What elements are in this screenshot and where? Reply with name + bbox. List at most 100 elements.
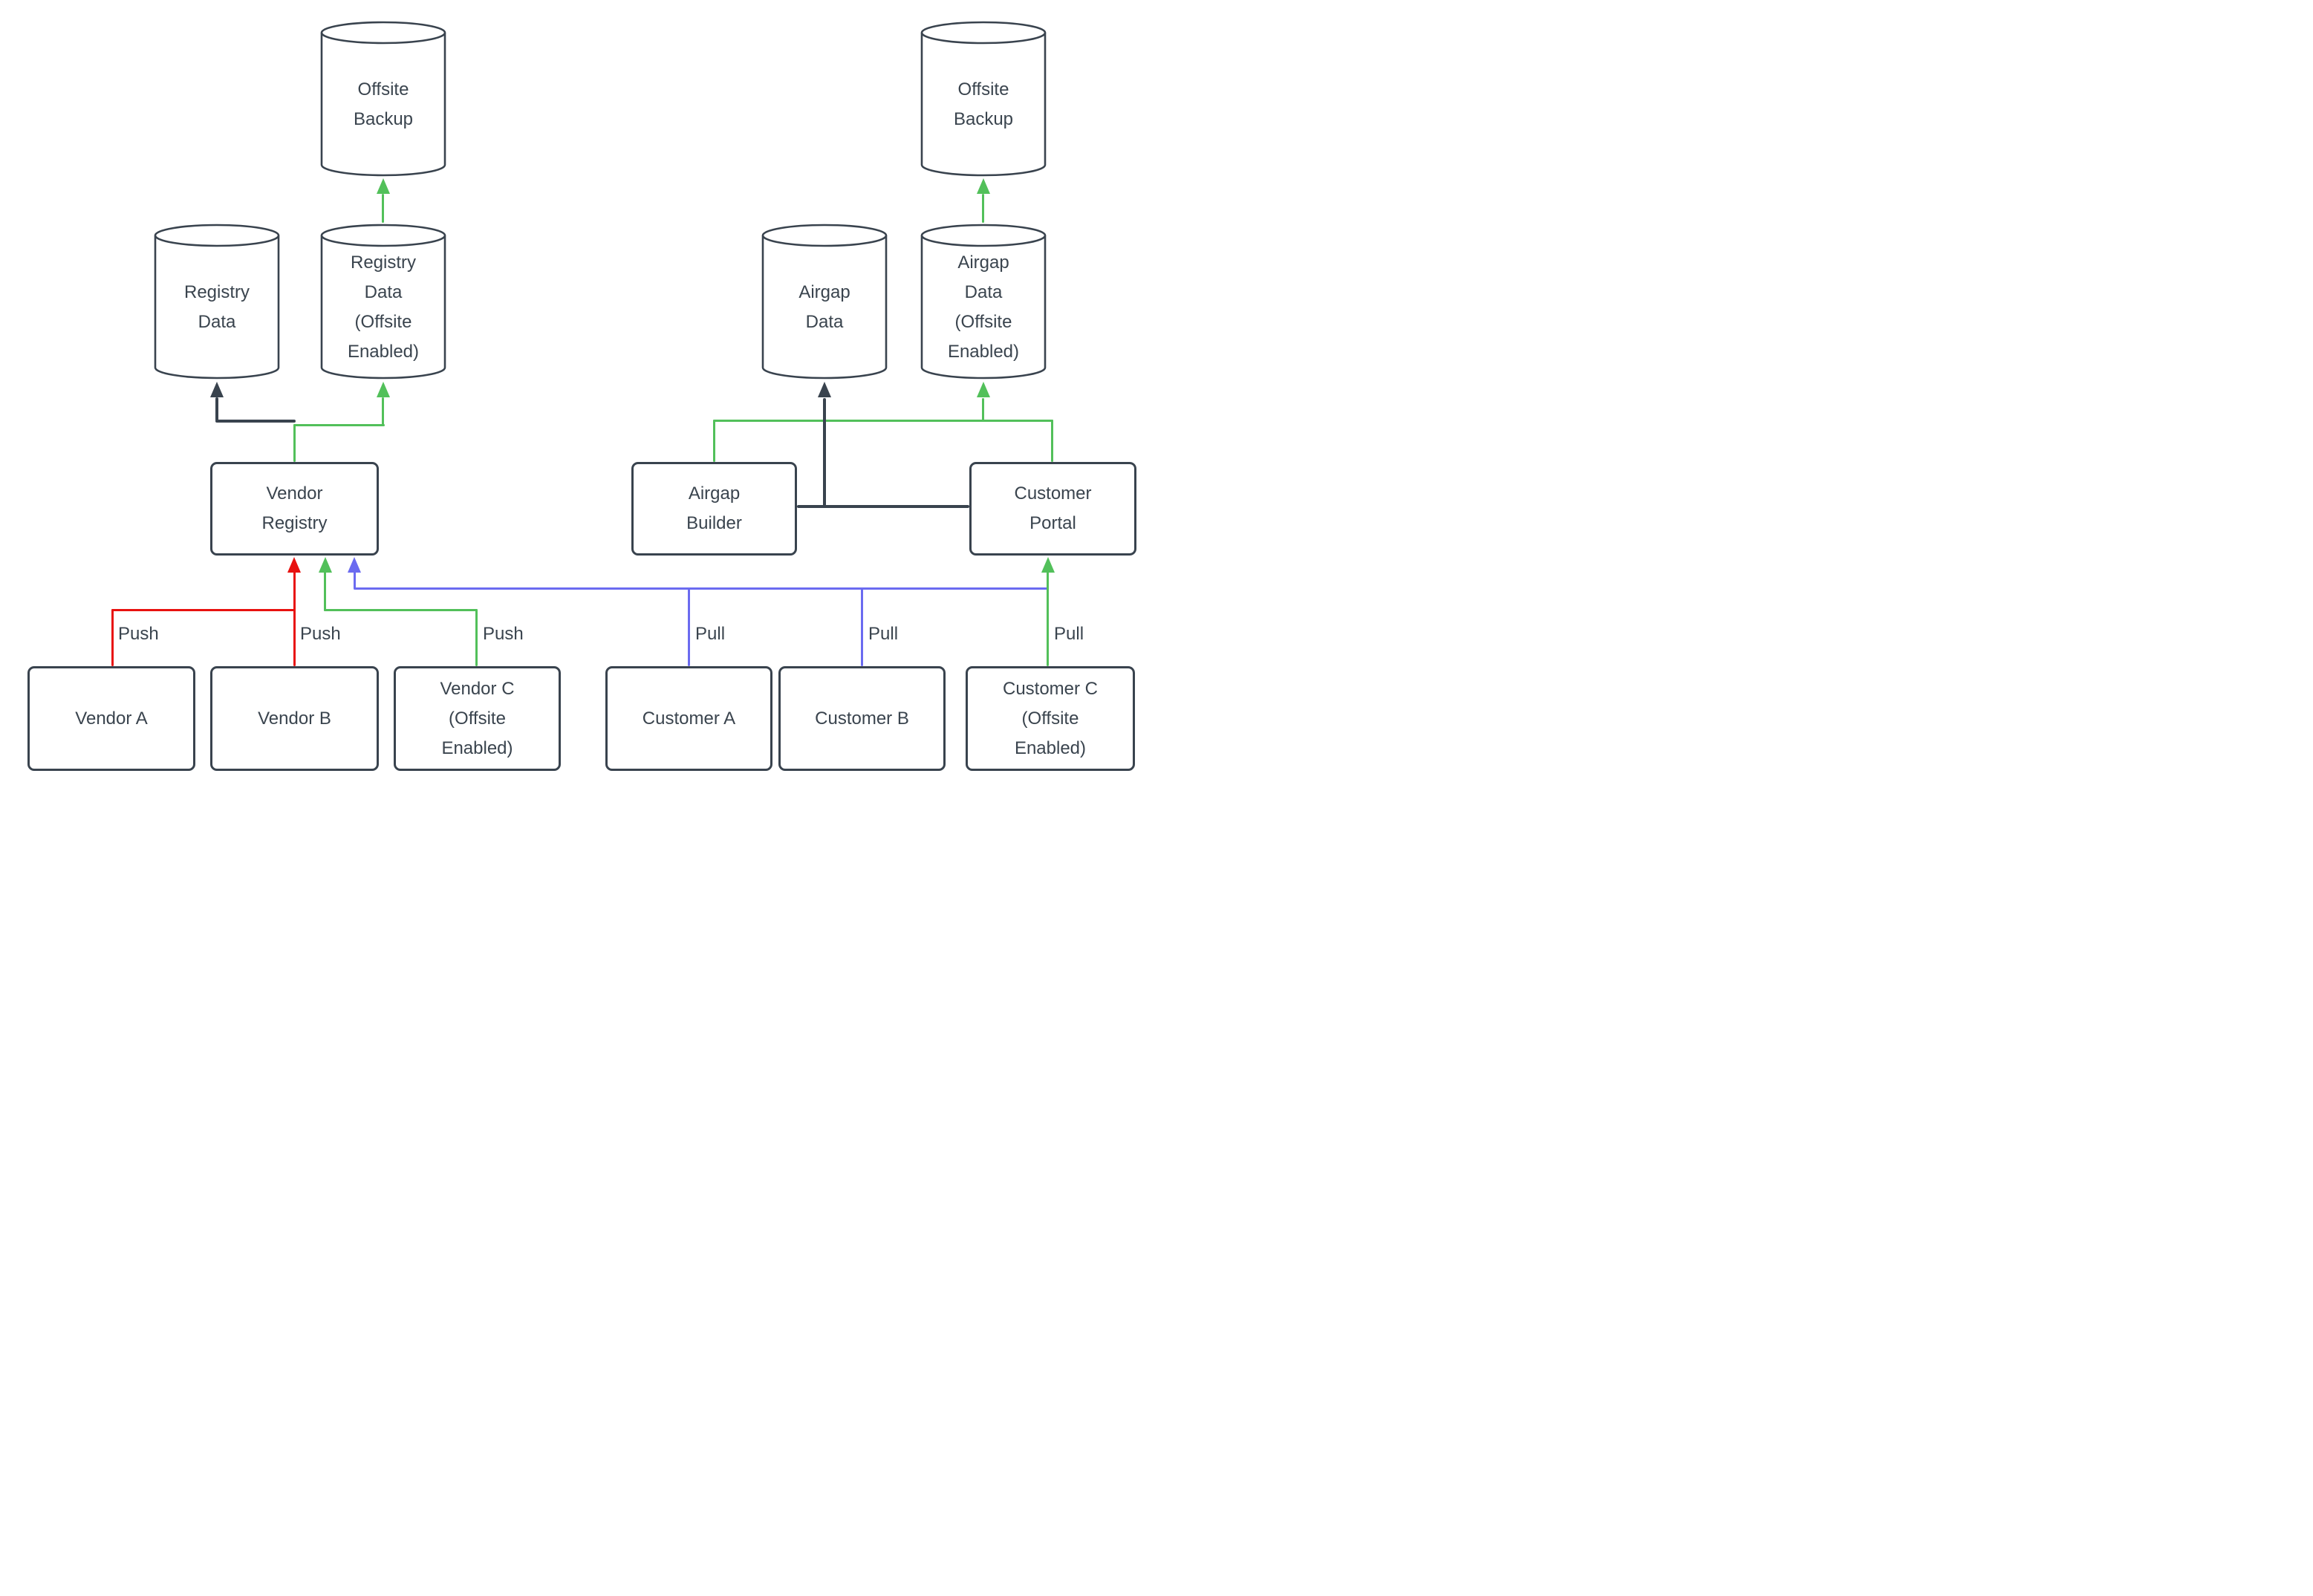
label-line: Backup [953, 109, 1014, 129]
edge-label-push-a: Push [118, 624, 159, 644]
cylinder-shape-icon [920, 21, 1047, 177]
label-line: Registry [261, 513, 328, 533]
label-line: Airgap [688, 483, 741, 504]
node-customer-a: Customer A [605, 666, 772, 771]
arrowhead-airgap-data-offsite [977, 382, 990, 397]
edge-vendor-c-push-line [324, 572, 326, 611]
edge-green-offsite-bus-line [713, 420, 1053, 422]
label-line: Registry [183, 282, 250, 302]
label-line: Portal [1029, 513, 1076, 533]
edge-registry-stub-line [293, 424, 296, 462]
label-line: Enabled) [441, 737, 513, 758]
label-line: Customer A [642, 708, 736, 729]
edge-vendor-c-push-line [324, 609, 478, 611]
label-line: Data [805, 312, 844, 332]
label-line: Enabled) [1014, 737, 1087, 758]
edge-registry-to-offsitedata-line [293, 424, 385, 426]
edge-label-pull-c: Pull [1054, 624, 1084, 644]
cylinder-label: Offsite Backup [920, 45, 1047, 164]
label-line: Data [964, 282, 1003, 302]
edge-registry-to-offsitedata-line [382, 397, 384, 426]
cylinder-airgap-data: Airgap Data [761, 223, 888, 380]
arrowhead-registry-data [210, 382, 224, 397]
label-line: Offsite [357, 79, 409, 100]
node-vendor-registry: Vendor Registry [210, 462, 379, 556]
cylinder-label: Offsite Backup [319, 45, 447, 164]
edge-registry-to-registrydata-line [215, 420, 296, 423]
node-customer-portal: Customer Portal [969, 462, 1136, 556]
edge-label-pull-a: Pull [695, 624, 726, 644]
label-line: Offsite [957, 79, 1009, 100]
cylinder-label: Airgap Data [761, 248, 888, 367]
edge-green-to-customer-portal-line [1051, 420, 1053, 462]
label-line: (Offsite [354, 312, 412, 332]
label-line: Customer [1014, 483, 1092, 504]
cylinder-shape-icon [920, 224, 1047, 380]
edge-green-to-airgap-builder-line [713, 420, 715, 462]
edge-offsite-backup-left-line [382, 194, 384, 223]
label-line: Enabled) [347, 342, 420, 362]
label-line: Airgap [798, 282, 850, 302]
edge-label-push-b: Push [300, 624, 341, 644]
edge-customer-b-pull-line [861, 587, 863, 666]
arrowhead-vendor-c-push [319, 557, 332, 573]
arrowhead-pull-registry [348, 557, 361, 573]
cylinder-shape-icon [320, 21, 446, 177]
node-customer-c: Customer C (Offsite Enabled) [966, 666, 1135, 771]
edge-pull-bus-line [354, 587, 1048, 590]
cylinder-label: Registry Data [153, 248, 281, 367]
cylinder-registry-data-offsite: Registry Data (Offsite Enabled) [319, 223, 447, 380]
label-line: Customer C [1002, 678, 1099, 699]
label-line: (Offsite [954, 312, 1012, 332]
cylinder-offsite-backup-left: Offsite Backup [319, 20, 447, 177]
label-line: (Offsite [449, 708, 506, 729]
arrowhead-vendor-b-push [287, 557, 301, 573]
edge-vendor-a-push-line [111, 609, 114, 666]
label-line: Builder [686, 513, 742, 533]
arrowhead-offsite-backup-right [977, 178, 990, 194]
cylinder-label: Registry Data (Offsite Enabled) [319, 248, 447, 367]
cylinder-registry-data: Registry Data [153, 223, 281, 380]
edge-dark-to-airgap-data-line [823, 398, 826, 508]
node-customer-b: Customer B [778, 666, 946, 771]
edge-label-push-c: Push [483, 624, 524, 644]
label-line: Customer B [815, 708, 909, 729]
edge-dark-airgap-bus-line [797, 505, 969, 508]
edge-registry-to-registrydata-line [215, 397, 218, 421]
cylinder-shape-icon [320, 224, 446, 380]
edge-pull-bus-line [354, 572, 356, 589]
edge-vendor-b-push-line [293, 572, 296, 666]
label-line: Enabled) [947, 342, 1020, 362]
edge-offsite-backup-right-line [982, 194, 984, 223]
edge-label-pull-b: Pull [868, 624, 899, 644]
label-line: Vendor B [258, 708, 331, 729]
cylinder-offsite-backup-right: Offsite Backup [920, 20, 1047, 177]
cylinder-shape-icon [154, 224, 280, 380]
arrowhead-airgap-data [818, 382, 831, 397]
edge-customer-c-pull-line [1047, 572, 1049, 666]
node-airgap-builder: Airgap Builder [631, 462, 797, 556]
label-line: Vendor C [440, 678, 515, 699]
label-line: Backup [353, 109, 414, 129]
label-line: Registry [350, 253, 417, 273]
arrowhead-offsite-backup-left [377, 178, 390, 194]
label-line: Data [364, 282, 403, 302]
label-line: Airgap [957, 253, 1009, 273]
cylinder-airgap-data-offsite: Airgap Data (Offsite Enabled) [920, 223, 1047, 380]
label-line: Vendor A [75, 708, 148, 729]
arrowhead-registry-data-offsite [377, 382, 390, 397]
node-vendor-a: Vendor A [27, 666, 195, 771]
cylinder-shape-icon [761, 224, 888, 380]
edge-green-to-airgap-data-offsite-line [982, 398, 984, 421]
node-vendor-b: Vendor B [210, 666, 379, 771]
edge-customer-a-pull-line [688, 587, 690, 666]
label-line: Vendor [266, 483, 323, 504]
label-line: (Offsite [1021, 708, 1079, 729]
label-line: Data [198, 312, 236, 332]
arrowhead-customer-c-pull [1041, 557, 1055, 573]
edge-vendor-c-push-line [475, 609, 478, 666]
cylinder-label: Airgap Data (Offsite Enabled) [920, 248, 1047, 367]
edge-vendor-a-push-line [111, 609, 295, 611]
diagram-canvas: Offsite Backup Registry Data Registry Da… [0, 0, 1159, 802]
node-vendor-c: Vendor C (Offsite Enabled) [394, 666, 561, 771]
